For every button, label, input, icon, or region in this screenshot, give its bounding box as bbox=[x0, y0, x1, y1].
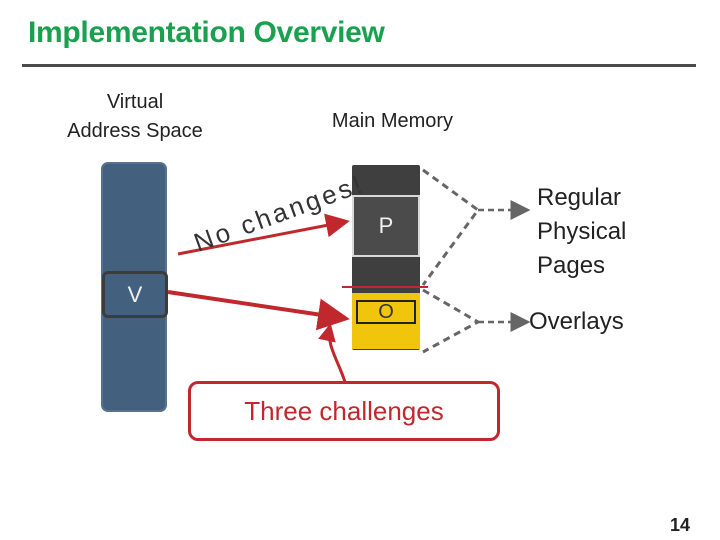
challenge-pointer-arrow bbox=[318, 323, 347, 383]
overlays-label: Overlays bbox=[529, 308, 624, 335]
physical-page-p: P bbox=[352, 195, 420, 257]
regular-line2: Physical bbox=[537, 218, 627, 245]
regular-line1: Regular bbox=[537, 184, 622, 211]
virtual-address-space-label: Virtual Address Space bbox=[50, 88, 220, 146]
vas-label-line2: Address Space bbox=[67, 120, 203, 142]
v-to-o-arrow bbox=[167, 290, 350, 331]
slide-title: Implementation Overview bbox=[28, 16, 385, 49]
overlay-page-o: O bbox=[352, 293, 420, 349]
overlay-boundary-line bbox=[342, 286, 428, 288]
title-divider bbox=[22, 64, 696, 67]
vas-label-line1: Virtual bbox=[106, 91, 164, 113]
overlay-page-label: O bbox=[356, 300, 416, 324]
virtual-page-v: V bbox=[102, 271, 168, 318]
three-challenges-box: Three challenges bbox=[188, 381, 500, 441]
no-changes-arrow bbox=[177, 213, 350, 256]
regular-line3: Pages bbox=[537, 252, 606, 279]
main-memory-label: Main Memory bbox=[331, 110, 454, 132]
regular-pages-bracket bbox=[421, 168, 481, 286]
regular-physical-pages-label: Regular Physical Pages bbox=[537, 181, 626, 283]
overlays-bracket bbox=[422, 288, 482, 354]
page-number: 14 bbox=[670, 515, 691, 535]
no-changes-text: No changes! bbox=[190, 168, 368, 257]
